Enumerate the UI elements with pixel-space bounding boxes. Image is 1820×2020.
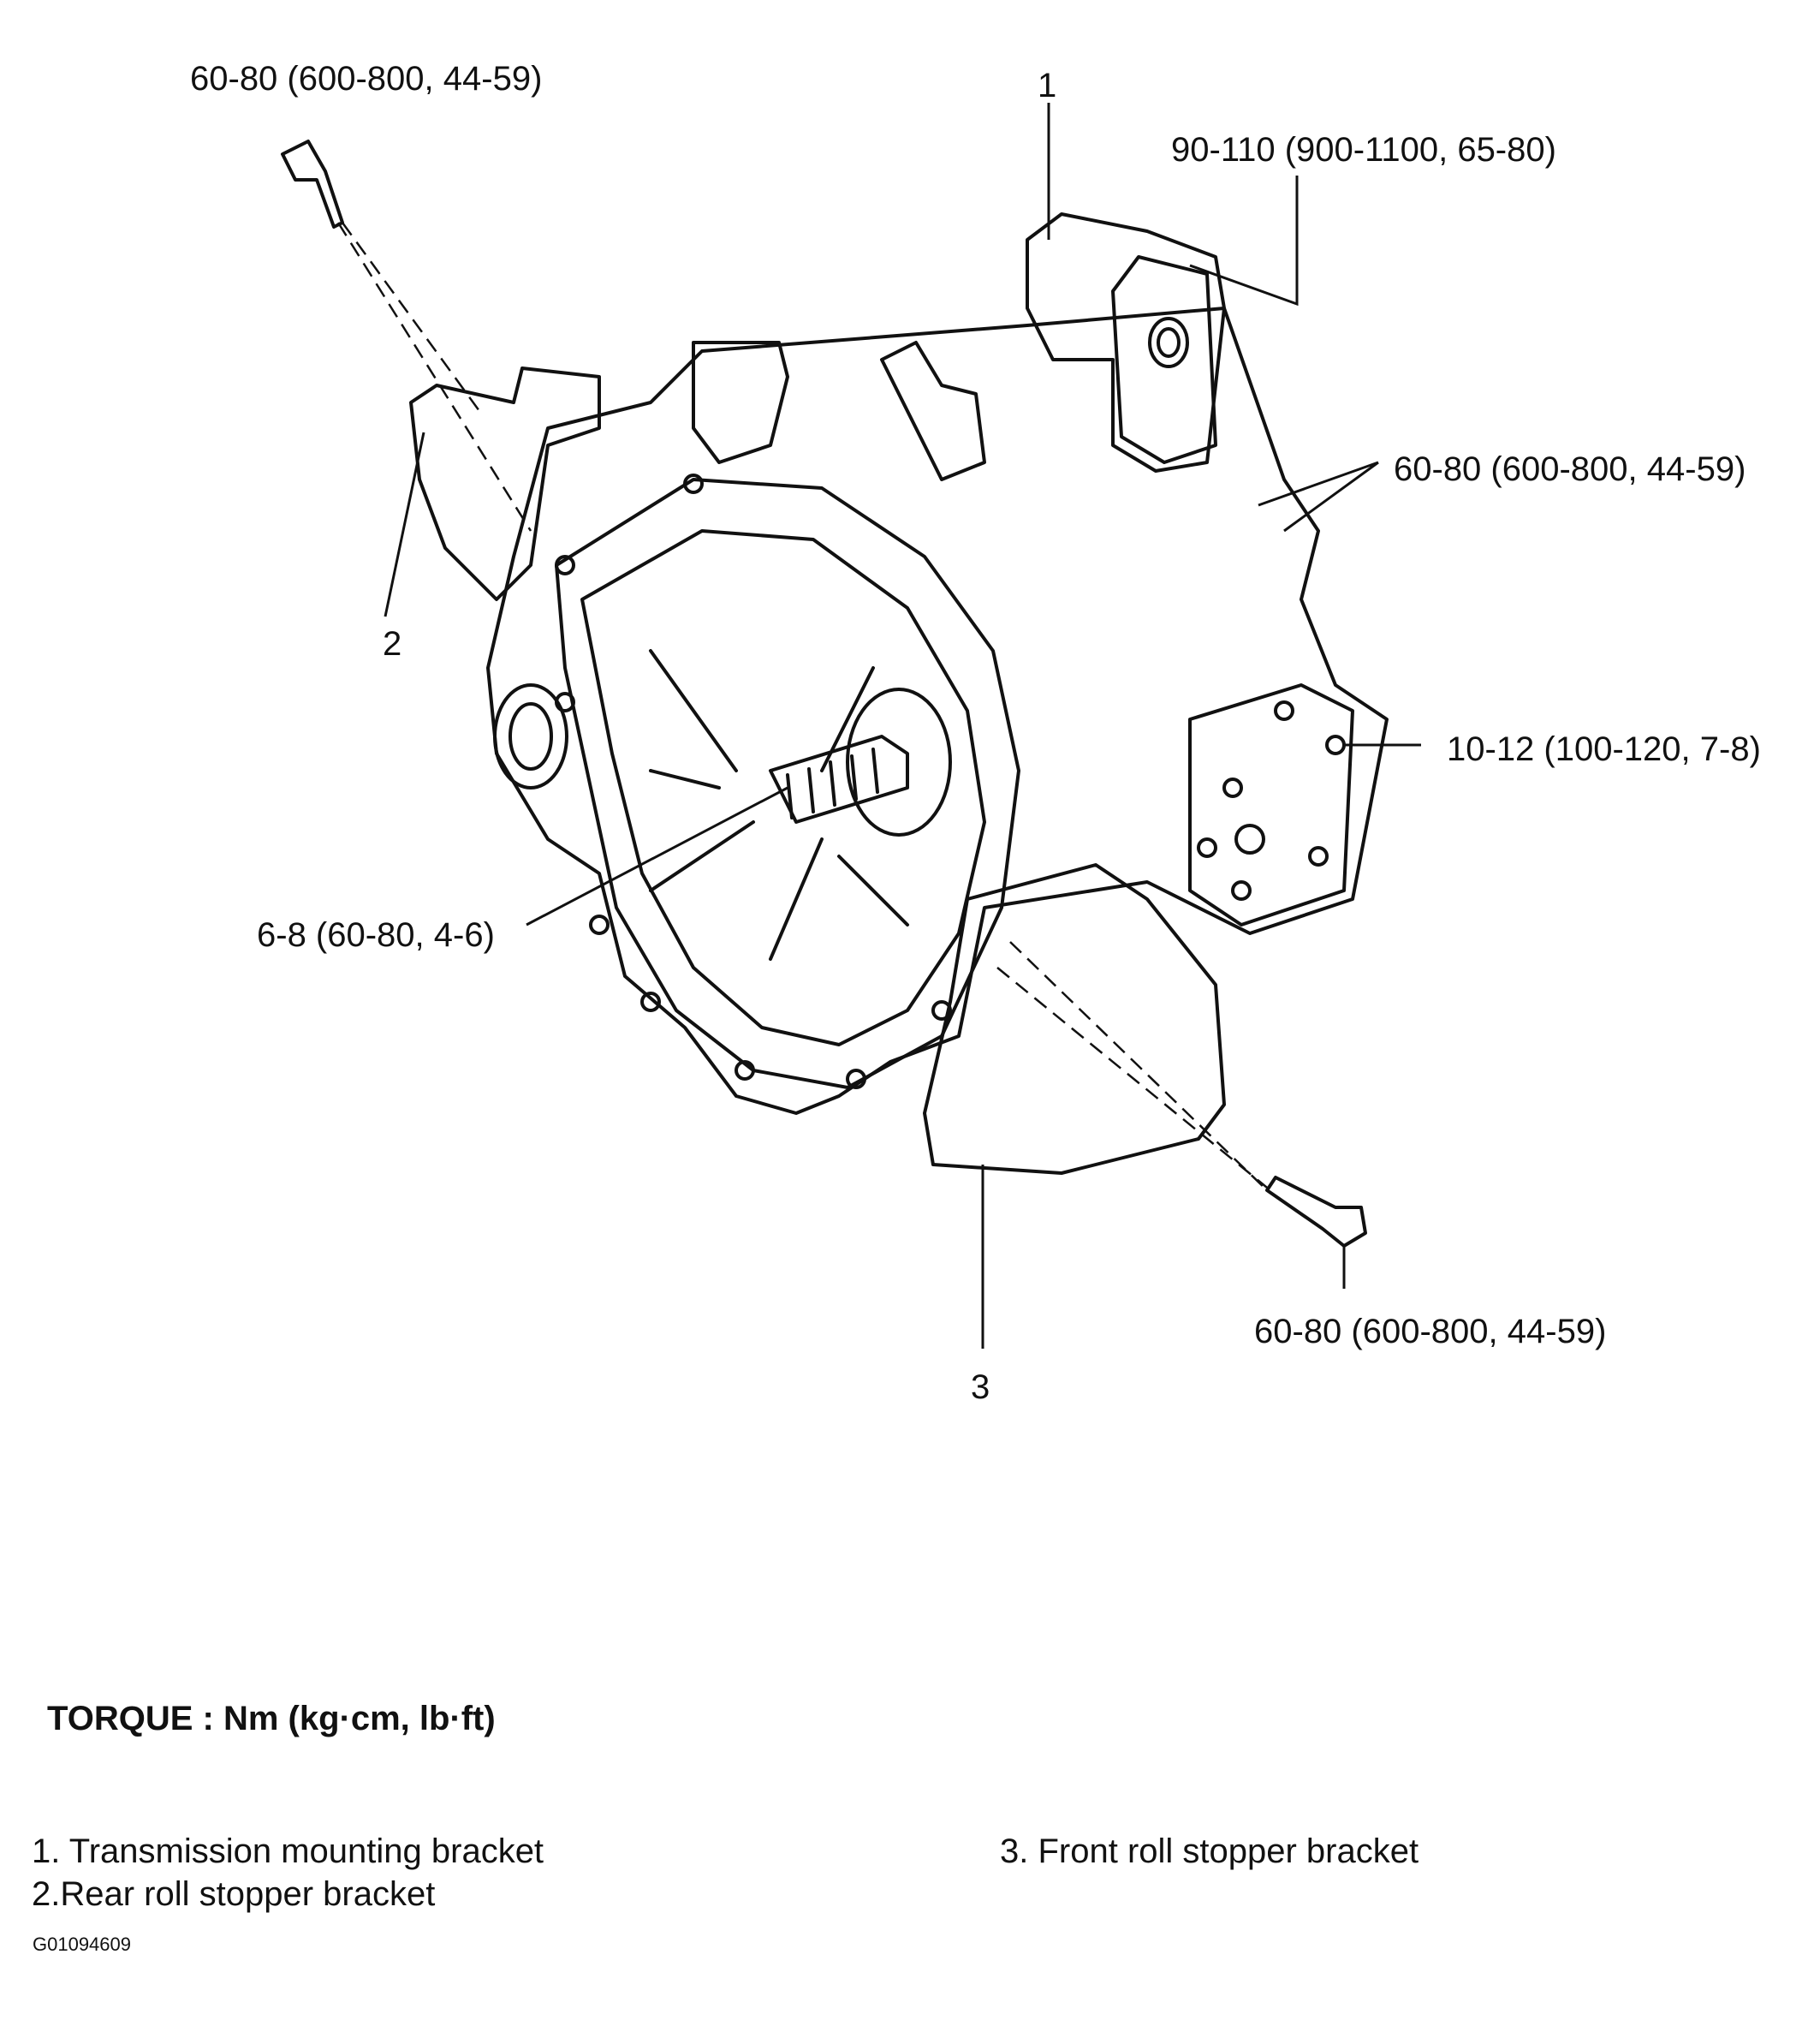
side-cover: [1188, 683, 1354, 927]
front-roll-stopper-bracket: [923, 863, 1226, 1175]
bottom-bolt: [1265, 1176, 1367, 1248]
cover-bolt-torque: 10-12 (100-120, 7-8): [1447, 730, 1761, 768]
rear-roll-stopper-bracket: [409, 366, 601, 601]
transmission-mounting-bracket: [1026, 212, 1226, 473]
top-bolt-torque: 60-80 (600-800, 44-59): [190, 60, 543, 98]
torque-units-heading: TORQUE : Nm (kg·cm, lb·ft): [47, 1700, 496, 1737]
small-bolt-torque: 6-8 (60-80, 4-6): [257, 916, 495, 954]
figure-id: G01094609: [33, 1934, 131, 1955]
transmission-case: [486, 307, 1389, 1115]
bottom-bolt-torque: 60-80 (600-800, 44-59): [1254, 1313, 1607, 1350]
side-seal: [493, 683, 568, 790]
legend-item-3: 3. Front roll stopper bracket: [1000, 1832, 1419, 1870]
legend-item-2: 2.Rear roll stopper bracket: [32, 1875, 436, 1913]
callout-number-3: 3: [971, 1368, 990, 1406]
top-bolt: [281, 140, 344, 229]
callout-number-1: 1: [1038, 67, 1057, 104]
legend-item-1: 1. Transmission mounting bracket: [32, 1832, 544, 1870]
callout-number-2: 2: [383, 625, 402, 663]
mount-bolt-torque: 90-110 (900-1100, 65-80): [1171, 131, 1556, 169]
right-bolts-torque: 60-80 (600-800, 44-59): [1394, 450, 1746, 488]
